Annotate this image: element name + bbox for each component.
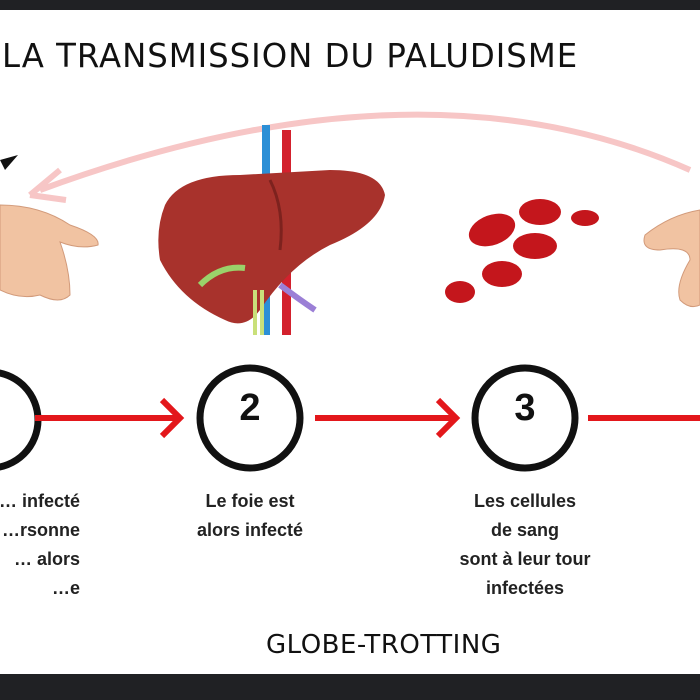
step-3-number: 3 (514, 387, 536, 429)
blood-cells-icon (445, 199, 599, 303)
flow-arrows (35, 397, 700, 439)
mosquito-icon (0, 155, 18, 170)
step-1-caption: … infecté …rsonne … alors …e (0, 491, 80, 598)
infographic: LA TRANSMISSION DU PALUDISME 2 3 … infec… (0, 10, 700, 674)
arrow-1-2 (35, 397, 185, 439)
hand-left-icon (0, 204, 99, 301)
step-2-number: 2 (239, 387, 261, 429)
return-arrowhead (28, 167, 67, 203)
step-2-circle (196, 364, 304, 472)
step-2-caption: Le foie est alors infecté (196, 491, 304, 540)
liver-icon (158, 125, 385, 335)
diagram-graphics (0, 111, 700, 472)
return-arrow (38, 111, 692, 193)
page-title: LA TRANSMISSION DU PALUDISME (2, 36, 579, 75)
globe-trotting-logo: GLOBE-TROTTING (266, 630, 502, 660)
step-1-circle (0, 369, 42, 471)
step-3-circle (471, 364, 579, 472)
arrow-2-3 (315, 397, 461, 439)
hand-right-icon (643, 209, 700, 308)
step-3-caption: Les cellules de sang sont à leur tour in… (459, 491, 591, 598)
